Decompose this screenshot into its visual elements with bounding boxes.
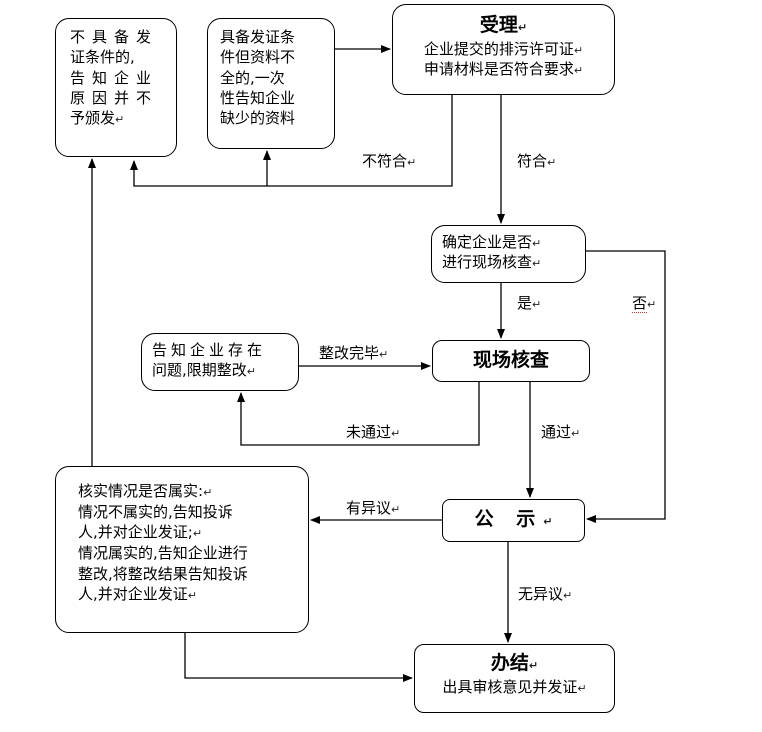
paragraph-mark: ↵ <box>547 156 557 169</box>
publicize-box: 公 示↵ <box>442 499 585 542</box>
refuse-line-3: 告知企业 <box>70 68 159 87</box>
paragraph-mark: ↵ <box>407 156 417 169</box>
paragraph-mark: ↵ <box>543 515 553 528</box>
label-no: 否↵ <box>632 294 657 313</box>
paragraph-mark: ↵ <box>391 427 401 440</box>
accept-box: 受理↵ 企业提交的排污许可证↵ 申请材料是否符合要求↵ <box>392 4 615 95</box>
refuse-line-5: 予颁发 <box>70 109 116 127</box>
label-passed: 通过↵ <box>541 423 581 441</box>
edge-verify-to-conclude <box>184 633 413 682</box>
verify-complaint-box: 核实情况是否属实:↵ 情况不属实的,告知投诉 人,并对企业发证;↵ 情况属实的,… <box>55 466 309 633</box>
conclude-line-1: 出具审核意见并发证 <box>442 677 578 696</box>
label-yes: 是↵ <box>517 294 542 312</box>
accept-line-1: 企业提交的排污许可证 <box>423 39 574 58</box>
accept-title: 受理 <box>479 14 518 36</box>
incomplete-line-2: 件但资料不 <box>220 48 296 67</box>
refuse-line-4: 原因并不 <box>70 88 159 107</box>
decide-line-1: 确定企业是否 <box>442 233 533 251</box>
verify-line-2: 情况不属实的,告知投诉 <box>78 502 233 521</box>
paragraph-mark: ↵ <box>647 298 657 311</box>
verify-line-5: 整改,将整改结果告知投诉 <box>78 564 248 583</box>
paragraph-mark: ↵ <box>246 365 256 379</box>
paragraph-mark: ↵ <box>379 348 389 361</box>
paragraph-mark: ↵ <box>532 237 542 250</box>
verify-line-6: 人,并对企业发证 <box>78 585 188 604</box>
refuse-line-1: 不具备发 <box>70 28 159 46</box>
verify-line-3: 人,并对企业发证; <box>78 523 193 542</box>
label-rectified: 整改完毕↵ <box>319 344 389 362</box>
refuse-line-2: 证条件的, <box>70 48 135 67</box>
paragraph-mark: ↵ <box>573 43 584 57</box>
incomplete-line-4: 性告知企业 <box>220 88 296 107</box>
label-no-objection: 无异议↵ <box>518 585 573 603</box>
verify-line-4: 情况属实的,告知企业进行 <box>78 544 248 563</box>
publicize-title: 公 示 <box>474 508 544 530</box>
incomplete-line-5: 缺少的资料 <box>220 109 296 127</box>
incomplete-materials-box: 具备发证条 件但资料不 全的,一次 性告知企业 缺少的资料 <box>207 18 335 149</box>
verify-line-1: 核实情况是否属实: <box>78 482 204 500</box>
decide-inspection-box: 确定企业是否↵ 进行现场核查↵ <box>431 225 586 283</box>
inspection-title: 现场核查 <box>472 349 549 371</box>
paragraph-mark: ↵ <box>187 589 197 603</box>
notify-line-2: 问题,限期整改 <box>152 361 247 380</box>
label-objection: 有异议↵ <box>346 499 401 517</box>
paragraph-mark: ↵ <box>391 503 401 516</box>
notify-line-1: 告知企业存在 <box>152 341 267 359</box>
decide-line-2: 进行现场核查 <box>442 253 533 272</box>
paragraph-mark: ↵ <box>203 486 213 499</box>
paragraph-mark: ↵ <box>563 589 573 602</box>
paragraph-mark: ↵ <box>528 659 539 672</box>
paragraph-mark: ↵ <box>532 298 542 311</box>
paragraph-mark: ↵ <box>115 113 125 126</box>
paragraph-mark: ↵ <box>192 527 203 541</box>
accept-line-2: 申请材料是否符合要求 <box>423 59 574 78</box>
paragraph-mark: ↵ <box>571 427 581 440</box>
label-failed: 未通过↵ <box>346 423 401 441</box>
notify-rectification-box: 告知企业存在 问题,限期整改↵ <box>141 333 299 391</box>
label-compliant: 符合↵ <box>517 152 557 170</box>
paragraph-mark: ↵ <box>517 21 528 34</box>
incomplete-line-1: 具备发证条 <box>220 28 296 46</box>
incomplete-line-3: 全的,一次 <box>220 68 285 87</box>
conclude-title: 办结 <box>490 652 529 674</box>
refuse-issuance-box: 不具备发 证条件的, 告知企业 原因并不 予颁发↵ <box>55 18 177 157</box>
paragraph-mark: ↵ <box>577 681 587 695</box>
label-not-compliant: 不符合↵ <box>362 152 417 170</box>
conclude-box: 办结↵ 出具审核意见并发证↵ <box>414 644 615 713</box>
paragraph-mark: ↵ <box>573 63 584 77</box>
paragraph-mark: ↵ <box>532 257 542 271</box>
onsite-inspection-box: 现场核查 <box>432 340 590 382</box>
